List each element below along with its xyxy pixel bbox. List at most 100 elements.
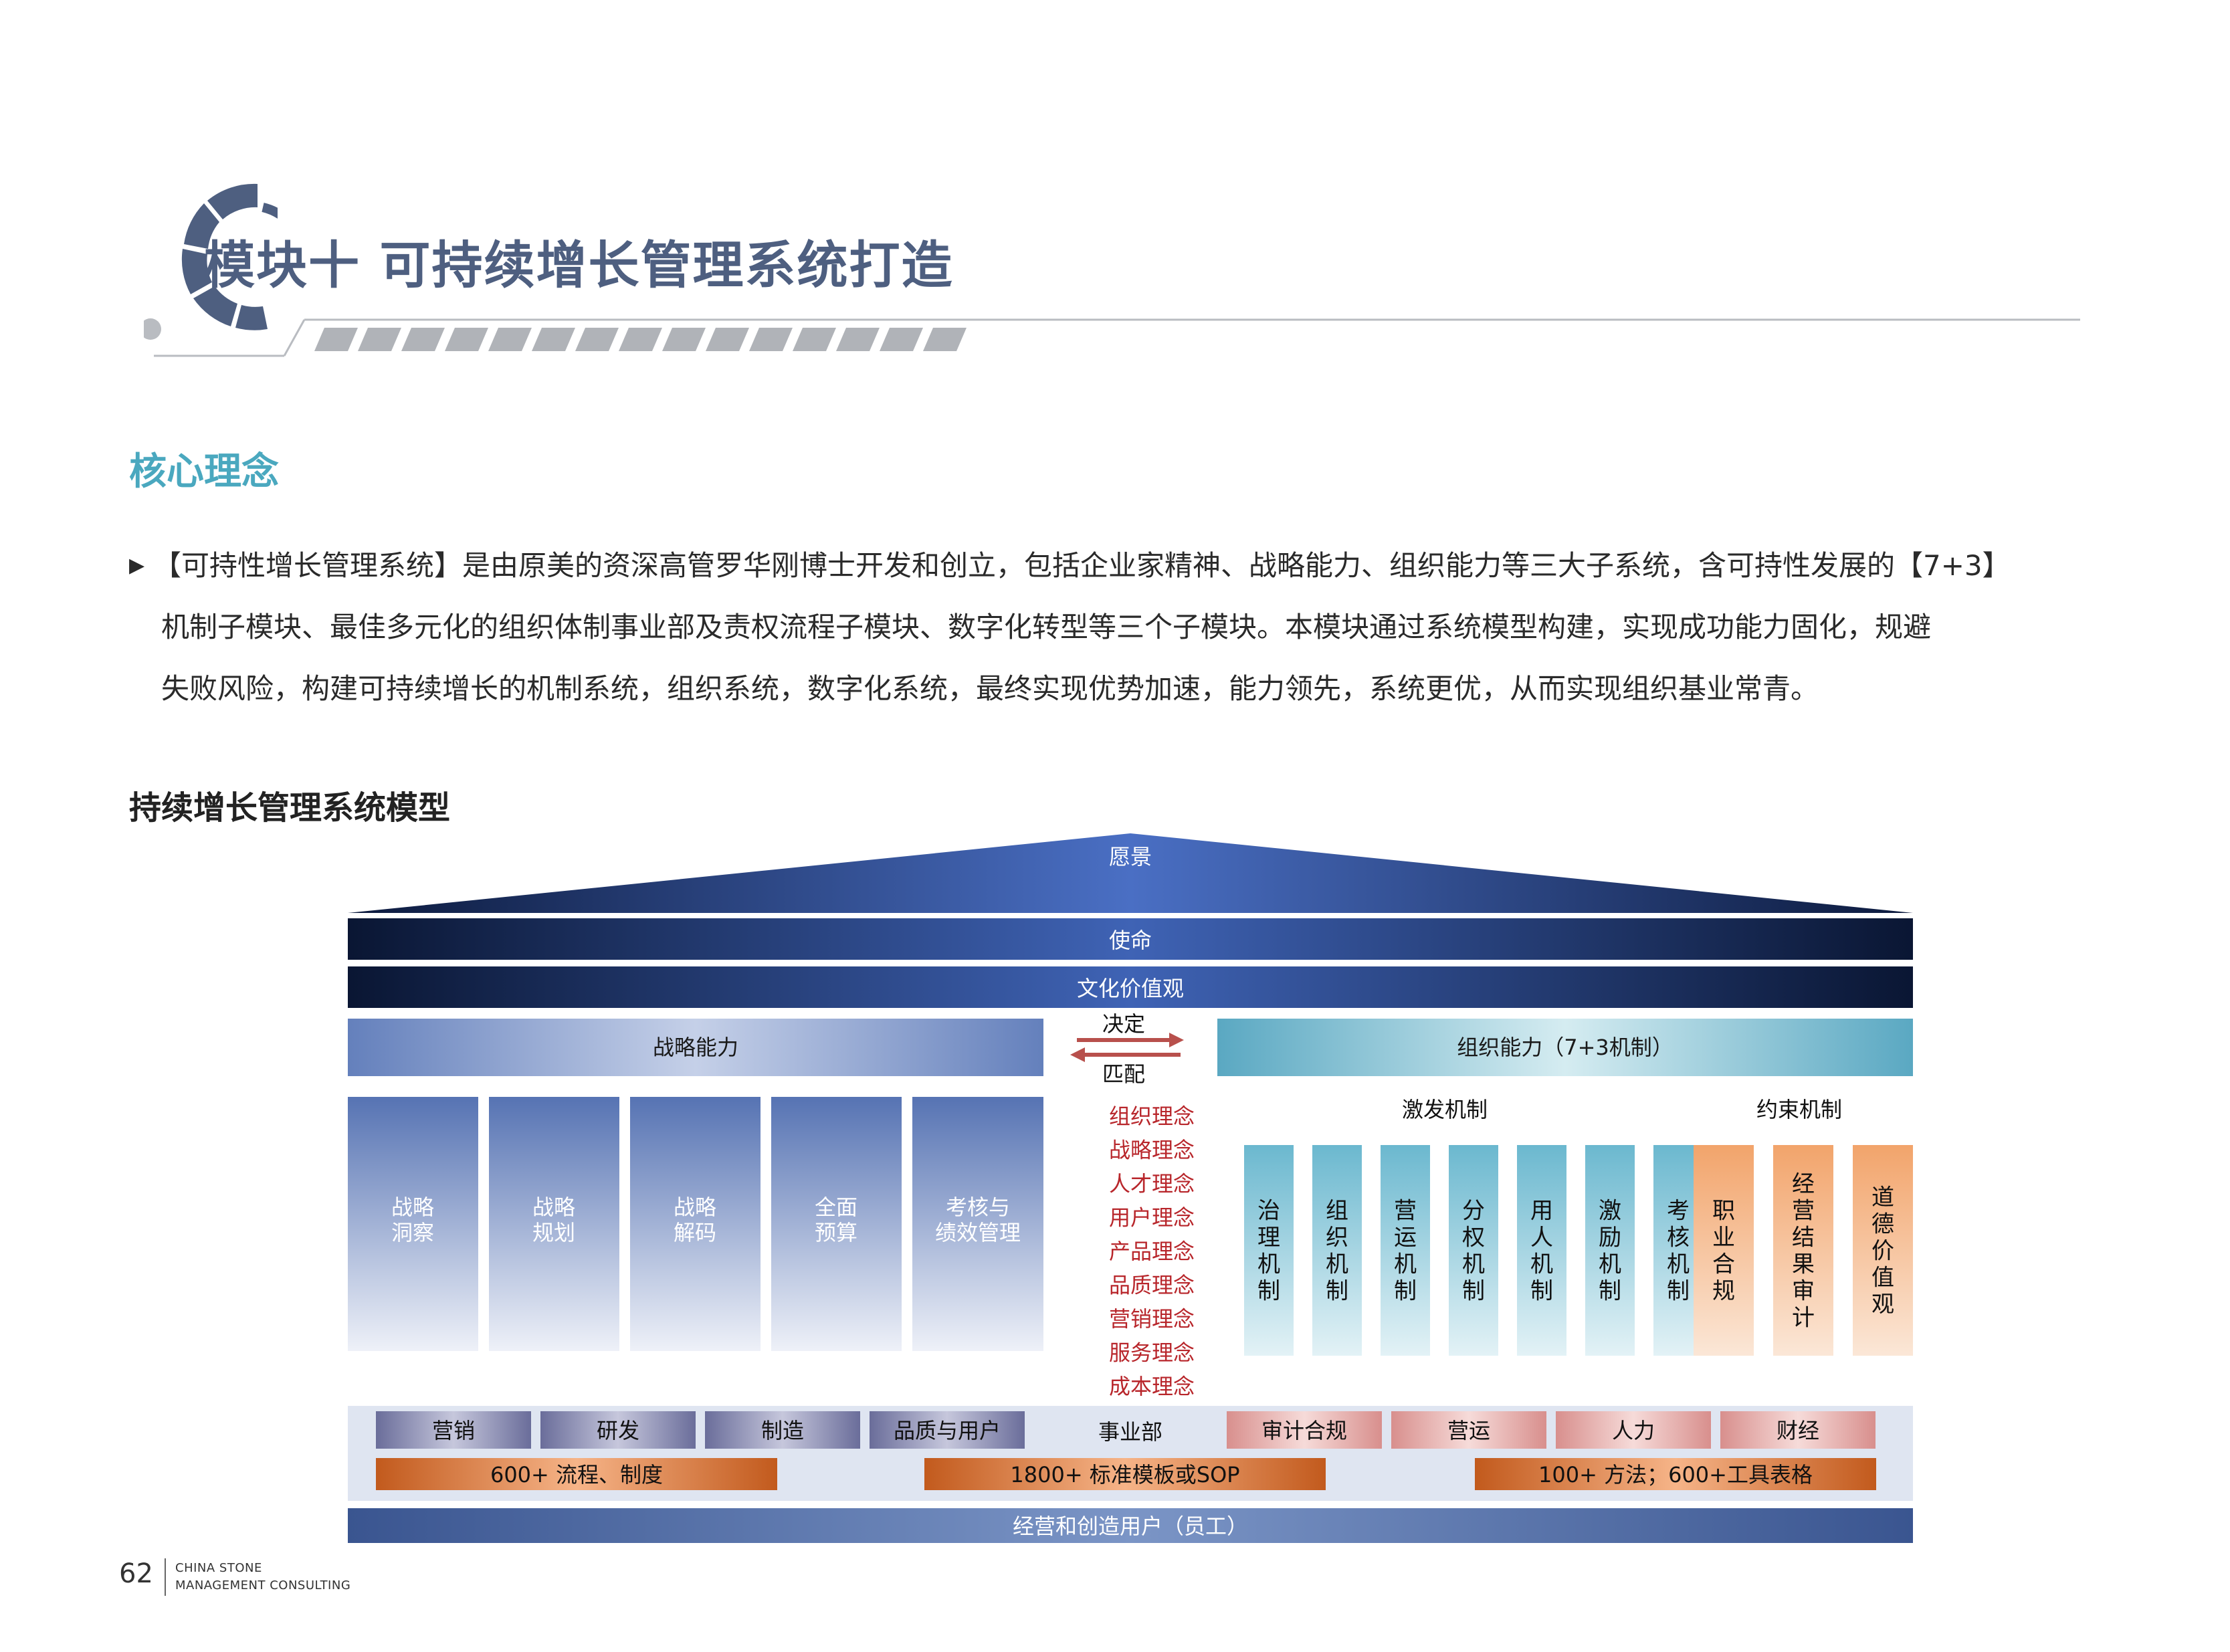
philosophy-item: 人才理念 [1109,1171,1195,1197]
company-line: CHINA STONE [175,1561,262,1575]
footer-divider [165,1558,166,1596]
resource-label: 600+ 流程、制度 [490,1462,663,1487]
strategy-item-line: 洞察 [391,1220,434,1245]
strategy-item-line: 战略 [674,1195,716,1220]
intro-paragraph: ▶ 【可持性增长管理系统】是由原美的资深高管罗华刚博士开发和创立，包括企业家精神… [129,535,2082,720]
vision-roof [348,833,1913,913]
right-function: 审计合规 [1227,1411,1382,1449]
strategy-item-line: 考核与 [946,1195,1010,1220]
strategy-item: 战略 洞察 [348,1097,478,1351]
page-number: 62 [119,1558,153,1589]
resource-row: 600+ 流程、制度 1800+ 标准模板或SOP 100+ 方法；600+工具表格 [376,1458,1876,1490]
left-function-label: 制造 [761,1418,804,1443]
constraint-mechanism: 职业合规 [1694,1145,1754,1356]
growth-model-diagram: 愿景 使命 文化价值观 战略能力 决定 匹配 组织能力（7+3机制） 战略 洞察… [348,833,1913,1543]
resource-bar: 600+ 流程、制度 [376,1458,777,1490]
strategy-item: 战略 解码 [630,1097,761,1351]
philosophy-item: 战略理念 [1109,1138,1195,1163]
resource-label: 1800+ 标准模板或SOP [1010,1462,1239,1487]
intro-line: 【可持性增长管理系统】是由原美的资深高管罗华刚博士开发和创立，包括企业家精神、战… [153,549,2011,582]
intro-line: 失败风险，构建可持续增长的机制系统，组织系统，数字化系统，最终实现优势加速，能力… [161,672,1819,705]
philosophy-item: 组织理念 [1109,1104,1195,1129]
strategy-item: 全面 预算 [771,1097,902,1351]
strategy-columns: 战略 洞察 战略 规划 战略 解码 全面 预算 考核与 绩效管理 [348,1097,1043,1351]
incentive-mechanism-label: 激发机制 [1402,1097,1488,1122]
values-band [348,966,1913,1008]
incentive-mechanism: 治理机制 [1244,1145,1294,1356]
philosophy-item: 成本理念 [1109,1374,1195,1399]
incentive-mechanism-label: 治理机制 [1257,1198,1280,1305]
org-capability-label: 组织能力（7+3机制） [1457,1035,1674,1060]
left-function: 制造 [705,1411,860,1449]
base-band [348,1508,1913,1543]
vision-label: 愿景 [1109,844,1152,869]
match-label: 匹配 [1102,1061,1145,1087]
right-function: 营运 [1391,1411,1546,1449]
incentive-mechanism: 分权机制 [1449,1145,1498,1356]
right-function-label: 人力 [1612,1418,1655,1443]
incentive-mechanism: 组织机制 [1312,1145,1362,1356]
philosophy-item: 品质理念 [1109,1273,1195,1298]
mission-label: 使命 [1109,928,1152,953]
right-function-label: 审计合规 [1261,1418,1347,1443]
resource-label: 100+ 方法；600+工具表格 [1538,1462,1813,1487]
incentive-mechanism-label: 用人机制 [1530,1198,1553,1305]
bullet-triangle-icon: ▶ [129,554,145,577]
strategy-item-line: 全面 [815,1195,857,1220]
right-function: 人力 [1556,1411,1711,1449]
right-function-label: 财经 [1777,1418,1819,1443]
constraint-mechanism: 经营结果审计 [1773,1145,1833,1356]
constraint-mechanism-label: 经营结果审计 [1792,1171,1815,1332]
values-label: 文化价值观 [1077,976,1184,1001]
decide-arrow-icon [1077,1033,1184,1047]
mission-band [348,918,1913,960]
base-label: 经营和创造用户（员工） [1013,1514,1248,1539]
incentive-mechanism-label: 激励机制 [1599,1198,1621,1305]
incentive-mechanism-label: 分权机制 [1462,1198,1485,1305]
left-function-label: 营销 [432,1418,475,1443]
strategy-capability-label: 战略能力 [653,1035,738,1060]
incentive-mechanism: 用人机制 [1517,1145,1566,1356]
left-function: 研发 [540,1411,696,1449]
constraint-mechanism: 道德价值观 [1853,1145,1913,1356]
org-capability-band [1217,1019,1913,1076]
left-function: 营销 [376,1411,531,1449]
constraint-mechanism-label: 道德价值观 [1871,1184,1894,1318]
incentive-mechanism-label: 考核机制 [1667,1198,1690,1305]
incentive-mechanism-label: 组织机制 [1326,1198,1348,1305]
strategy-item-line: 预算 [815,1220,857,1245]
incentive-mechanism: 营运机制 [1381,1145,1430,1356]
resource-bar: 100+ 方法；600+工具表格 [1475,1458,1876,1490]
resource-bar: 1800+ 标准模板或SOP [924,1458,1326,1490]
match-arrow-icon [1070,1047,1181,1062]
left-function-label: 研发 [597,1418,639,1443]
constraint-mechanism-label: 约束机制 [1756,1097,1842,1122]
left-function: 品质与用户 [870,1411,1025,1449]
model-title: 持续增长管理系统模型 [129,789,451,827]
strategy-item-line: 绩效管理 [935,1220,1021,1245]
philosophy-item: 用户理念 [1109,1205,1195,1231]
module-title: 模块十 可持续增长管理系统打造 [204,235,954,295]
right-function: 财经 [1720,1411,1876,1449]
right-function-label: 营运 [1447,1418,1490,1443]
section-title: 核心理念 [129,450,279,494]
incentive-mechanism-label: 营运机制 [1394,1198,1417,1305]
philosophy-item: 服务理念 [1109,1340,1195,1366]
strategy-item: 战略 规划 [489,1097,619,1351]
function-row: 营销 研发 制造 品质与用户 审计合规 营运 人力 财经 [376,1411,1876,1449]
left-function-label: 品质与用户 [894,1418,1001,1443]
philosophy-item: 产品理念 [1109,1239,1195,1264]
strategy-item-line: 解码 [674,1220,716,1245]
strategy-item-line: 战略 [391,1195,434,1220]
constraint-mechanism-label: 职业合规 [1712,1198,1735,1305]
company-line: MANAGEMENT CONSULTING [175,1578,351,1592]
business-unit-label: 事业部 [1098,1419,1162,1445]
module-logo-icon [144,183,278,340]
philosophy-item: 营销理念 [1109,1306,1195,1332]
strategy-item-line: 规划 [532,1220,575,1245]
incentive-mechanism: 激励机制 [1585,1145,1635,1356]
company-name: CHINA STONE MANAGEMENT CONSULTING [175,1560,350,1594]
decide-label: 决定 [1102,1011,1145,1037]
